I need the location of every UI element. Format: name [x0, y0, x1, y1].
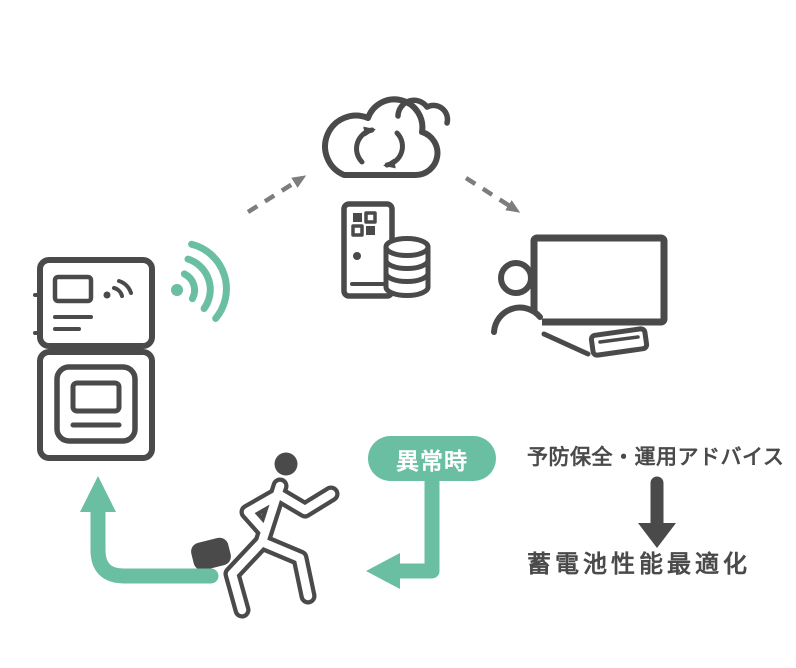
battery-storage-icon — [33, 255, 160, 465]
maintenance-arrow — [68, 468, 219, 598]
running-person-icon — [188, 440, 358, 630]
abnormal-time-badge-label: 異常時 — [396, 448, 468, 475]
server-database-icon — [336, 200, 436, 300]
cloud-sync-icon — [300, 78, 465, 193]
dashed-connector-to-cloud — [238, 160, 328, 220]
operator-monitor-icon — [491, 232, 672, 362]
dispatch-arrow — [362, 474, 447, 595]
advice-label: 予防保全・運用アドバイス — [527, 445, 785, 471]
wifi-signal-icon — [165, 238, 245, 338]
abnormal-time-badge: 異常時 — [368, 436, 496, 481]
dashed-connector-to-operator — [458, 168, 538, 228]
optimization-label: 蓄電池性能最適化 — [527, 550, 751, 579]
advice-to-optimization-arrow — [637, 476, 677, 549]
